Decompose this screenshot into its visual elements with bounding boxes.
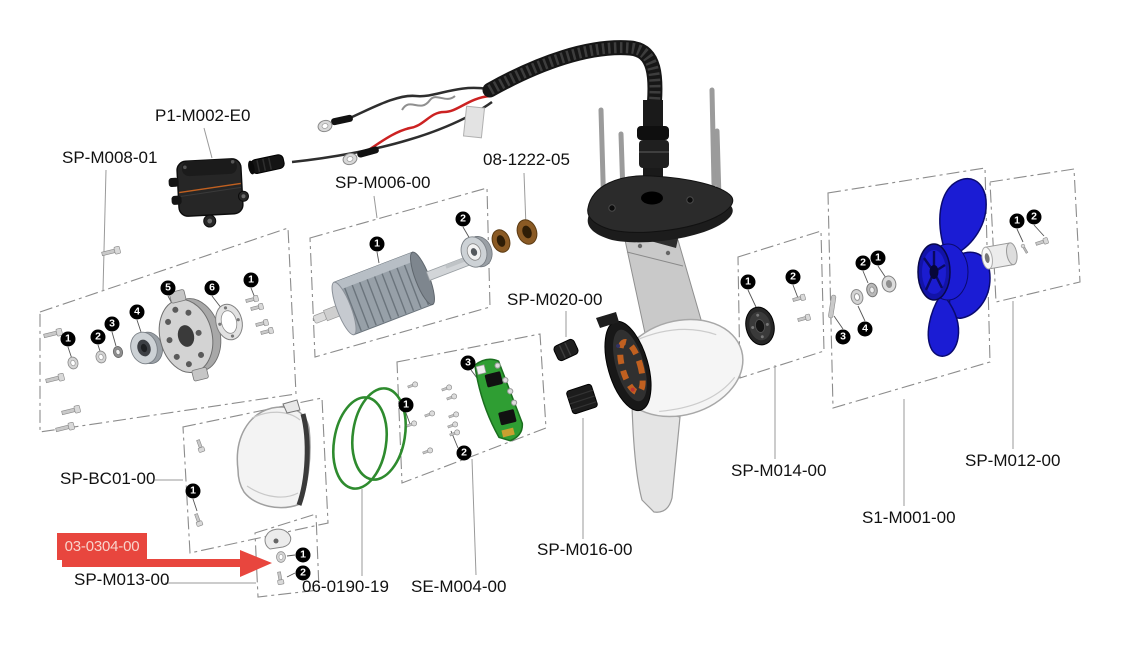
motor-end-cap-group <box>42 245 275 434</box>
bearing-front <box>130 331 163 365</box>
propeller <box>917 178 991 357</box>
callout-badge: 1 <box>870 250 886 266</box>
anode-group <box>264 528 292 586</box>
callout-badge: 3 <box>460 355 476 371</box>
group-box-sp-m008 <box>39 227 297 433</box>
ring-terminal <box>317 119 333 133</box>
highlighted-part-label: 03-0304-00 <box>57 533 147 560</box>
cable-grommet <box>553 338 579 362</box>
ring-terminal <box>342 152 358 166</box>
callout-badge: 2 <box>456 445 472 461</box>
o-rings <box>332 387 407 490</box>
callout-badge: 2 <box>785 269 801 285</box>
cable-tag <box>462 105 486 139</box>
tube-ribs <box>487 42 661 119</box>
controller-pcb-group <box>405 358 524 456</box>
black-wire-lower <box>291 100 493 164</box>
stator-windings <box>617 338 646 396</box>
group-box-sp-m006 <box>309 187 491 358</box>
part-label-06-0190: 06-0190-19 <box>302 577 389 596</box>
group-box-se-m004 <box>396 333 547 484</box>
callout-badge: 1 <box>60 331 76 347</box>
spacer-ring <box>112 346 124 358</box>
shaft-seal-group <box>745 293 812 346</box>
part-label-sp-m012: SP-M012-00 <box>965 451 1061 470</box>
prop-nut <box>881 275 897 293</box>
callout-badge: 3 <box>835 329 851 345</box>
callout-badge: 2 <box>855 255 871 271</box>
callout-badge: 1 <box>185 483 201 499</box>
callout-badge: 2 <box>455 211 471 227</box>
gasket-seam <box>179 182 241 194</box>
shear-pin <box>828 294 837 319</box>
group-box-sp-m013 <box>254 513 320 598</box>
group-box-s1-m001 <box>827 167 991 409</box>
wire-sleeve <box>357 146 379 158</box>
skeg-fin <box>631 404 681 513</box>
part-label-sp-m006: SP-M006-00 <box>335 173 431 192</box>
propeller-group <box>828 178 991 357</box>
callout-badge: 1 <box>1009 213 1025 229</box>
part-label-sp-m013: SP-M013-00 <box>74 570 170 589</box>
mouth-clamp <box>596 312 619 328</box>
part-label-s1-m001: S1-M001-00 <box>862 508 956 527</box>
seal-block <box>566 383 598 415</box>
highlight-arrow <box>62 550 272 577</box>
mounting-plate <box>587 175 734 233</box>
nut-housing <box>981 242 1018 270</box>
controller-box <box>168 158 249 228</box>
group-box-sp-m012 <box>989 168 1081 303</box>
rotor-bearing <box>460 236 493 268</box>
callout-badge: 2 <box>1026 209 1042 225</box>
motor-end-cap <box>158 289 222 382</box>
part-label-sp-m020: SP-M020-00 <box>507 290 603 309</box>
carbon-brush-rings <box>491 219 538 253</box>
group-box-sp-bc01 <box>182 397 329 554</box>
part-label-se-m004: SE-M004-00 <box>411 577 507 596</box>
black-wire-upper <box>351 86 489 119</box>
prop-washer-inner <box>866 282 878 298</box>
nose-cone <box>192 399 311 528</box>
callout-badge: 2 <box>295 565 311 581</box>
part-label-sp-m008: SP-M008-01 <box>62 148 158 167</box>
motor-mouth <box>604 320 652 412</box>
main-motor-assembly <box>587 87 744 513</box>
part-label-08-1222: 08-1222-05 <box>483 150 570 169</box>
cotter-pin <box>1020 243 1029 254</box>
grey-wire <box>401 95 456 111</box>
callout-badge: 4 <box>857 321 873 337</box>
end-cap-gasket <box>215 303 243 341</box>
callout-badge: 1 <box>369 236 385 252</box>
callout-badge: 3 <box>104 316 120 332</box>
callout-badge: 1 <box>398 397 414 413</box>
callout-badge: 4 <box>129 304 145 320</box>
callout-badge: 1 <box>740 274 756 290</box>
rotor-armature <box>312 251 472 336</box>
callout-badge: 2 <box>90 329 106 345</box>
callout-badge: 5 <box>160 280 176 296</box>
red-wire <box>361 94 491 156</box>
group-box-sp-m014 <box>737 230 825 379</box>
prop-washer-outer <box>850 289 864 305</box>
part-label-sp-m014: SP-M014-00 <box>731 461 827 480</box>
prop-nut-group <box>981 236 1050 270</box>
part-label-sp-bc01: SP-BC01-00 <box>60 469 156 488</box>
power-cable-assembly <box>248 40 663 175</box>
leader-lines <box>102 127 1014 584</box>
part-label-p1-m002: P1-M002-E0 <box>155 106 251 125</box>
part-label-sp-m016: SP-M016-00 <box>537 540 633 559</box>
callout-badge: 1 <box>243 272 259 288</box>
callout-badge: 1 <box>295 547 311 563</box>
pcb-board <box>473 358 524 442</box>
wire-sleeve <box>331 114 353 126</box>
callout-badge: 6 <box>204 280 220 296</box>
anode <box>264 528 292 550</box>
cable-plug <box>248 154 285 175</box>
